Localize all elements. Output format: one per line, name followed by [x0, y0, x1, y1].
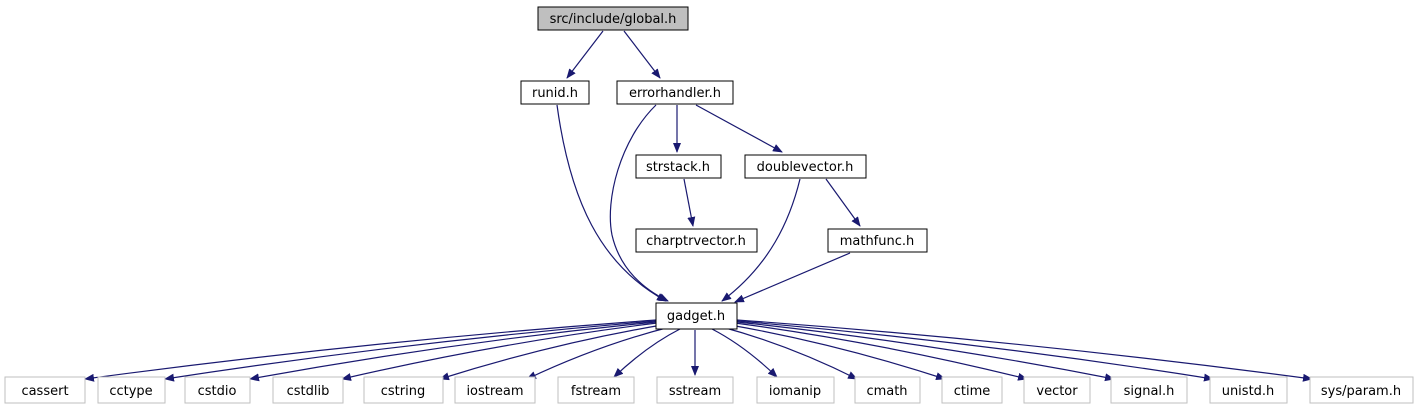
node-label: gadget.h	[667, 309, 725, 324]
node-label: src/include/global.h	[550, 12, 677, 27]
edge-runid-to-gadget	[556, 104, 667, 302]
node-label: ctime	[954, 384, 991, 399]
edge-gadget-to-sysparam	[736, 319, 1313, 382]
node-label: strstack.h	[646, 160, 710, 175]
node-label: cassert	[21, 384, 68, 399]
edge-gadget-to-iomanip	[711, 328, 778, 378]
node-iomanip[interactable]: iomanip	[756, 376, 835, 404]
edge-gadget-to-fstream	[613, 328, 681, 378]
node-label: errorhandler.h	[629, 86, 721, 101]
node-cstring[interactable]: cstring	[363, 376, 444, 404]
node-global-h[interactable]: src/include/global.h	[537, 6, 689, 31]
node-iostream[interactable]: iostream	[454, 376, 536, 404]
node-label: cstdlib	[287, 384, 330, 399]
node-sys-param-h[interactable]: sys/param.h	[1309, 376, 1414, 404]
node-label: iomanip	[769, 384, 821, 399]
node-sstream[interactable]: sstream	[656, 376, 734, 404]
node-label: doublevector.h	[757, 160, 854, 175]
edge-gadget-to-cctype	[164, 320, 657, 382]
node-signal-h[interactable]: signal.h	[1110, 376, 1188, 404]
node-cmath[interactable]: cmath	[854, 376, 921, 404]
edge-gadget-to-signal	[736, 321, 1115, 382]
edge-doublevector-to-mathfunc	[825, 178, 861, 227]
node-label: runid.h	[532, 86, 578, 101]
node-label: sys/param.h	[1321, 384, 1401, 399]
node-ctime[interactable]: ctime	[941, 376, 1003, 404]
node-errorhandler-h[interactable]: errorhandler.h	[616, 80, 734, 105]
node-label: unistd.h	[1222, 384, 1275, 399]
edge-gadget-to-unistd	[736, 320, 1214, 382]
edge-gadget-to-cmath	[721, 326, 858, 380]
edge-gadget-to-ctime	[729, 324, 946, 381]
node-doublevector-h[interactable]: doublevector.h	[744, 154, 867, 179]
edges-layer	[84, 30, 1313, 382]
node-label: mathfunc.h	[840, 234, 915, 249]
node-label: sstream	[669, 384, 721, 399]
node-label: cmath	[866, 384, 907, 399]
node-mathfunc-h[interactable]: mathfunc.h	[827, 228, 928, 253]
node-strstack-h[interactable]: strstack.h	[635, 154, 722, 179]
edge-global-to-errorhandler	[623, 30, 661, 79]
node-cctype[interactable]: cctype	[97, 376, 166, 404]
edge-doublevector-to-gadget	[721, 178, 801, 302]
edge-strstack-to-charptrvector	[683, 178, 696, 227]
edge-gadget-to-vector	[734, 322, 1028, 381]
node-label: fstream	[571, 384, 621, 399]
edge-mathfunc-to-gadget	[734, 252, 851, 303]
edge-global-to-runid	[566, 30, 604, 79]
node-label: signal.h	[1124, 384, 1175, 399]
node-label: cstring	[381, 384, 425, 399]
node-unistd-h[interactable]: unistd.h	[1209, 376, 1288, 404]
nodes-layer: src/include/global.h runid.h errorhandle…	[4, 6, 1414, 404]
node-label: vector	[1036, 384, 1078, 399]
node-charptrvector-h[interactable]: charptrvector.h	[635, 228, 758, 253]
node-label: iostream	[466, 384, 523, 399]
node-label: cctype	[109, 384, 152, 399]
edge-errorhandler-to-gadget	[609, 104, 669, 302]
node-label: charptrvector.h	[646, 234, 746, 249]
edge-gadget-to-iostream	[526, 326, 671, 380]
node-cstdio[interactable]: cstdio	[184, 376, 251, 404]
edge-gadget-to-cstring	[439, 324, 663, 381]
node-label: cstdio	[198, 384, 237, 399]
node-fstream[interactable]: fstream	[557, 376, 635, 404]
node-gadget-h[interactable]: gadget.h	[655, 302, 738, 330]
node-vector[interactable]: vector	[1023, 376, 1091, 404]
node-cassert[interactable]: cassert	[4, 376, 86, 404]
edge-gadget-to-cassert	[84, 319, 657, 382]
edge-gadget-to-cstdio	[249, 321, 657, 382]
edge-errorhandler-to-doublevector	[695, 104, 783, 153]
node-runid-h[interactable]: runid.h	[520, 80, 590, 105]
node-cstdlib[interactable]: cstdlib	[272, 376, 344, 404]
edge-gadget-to-cstdlib	[341, 322, 658, 381]
